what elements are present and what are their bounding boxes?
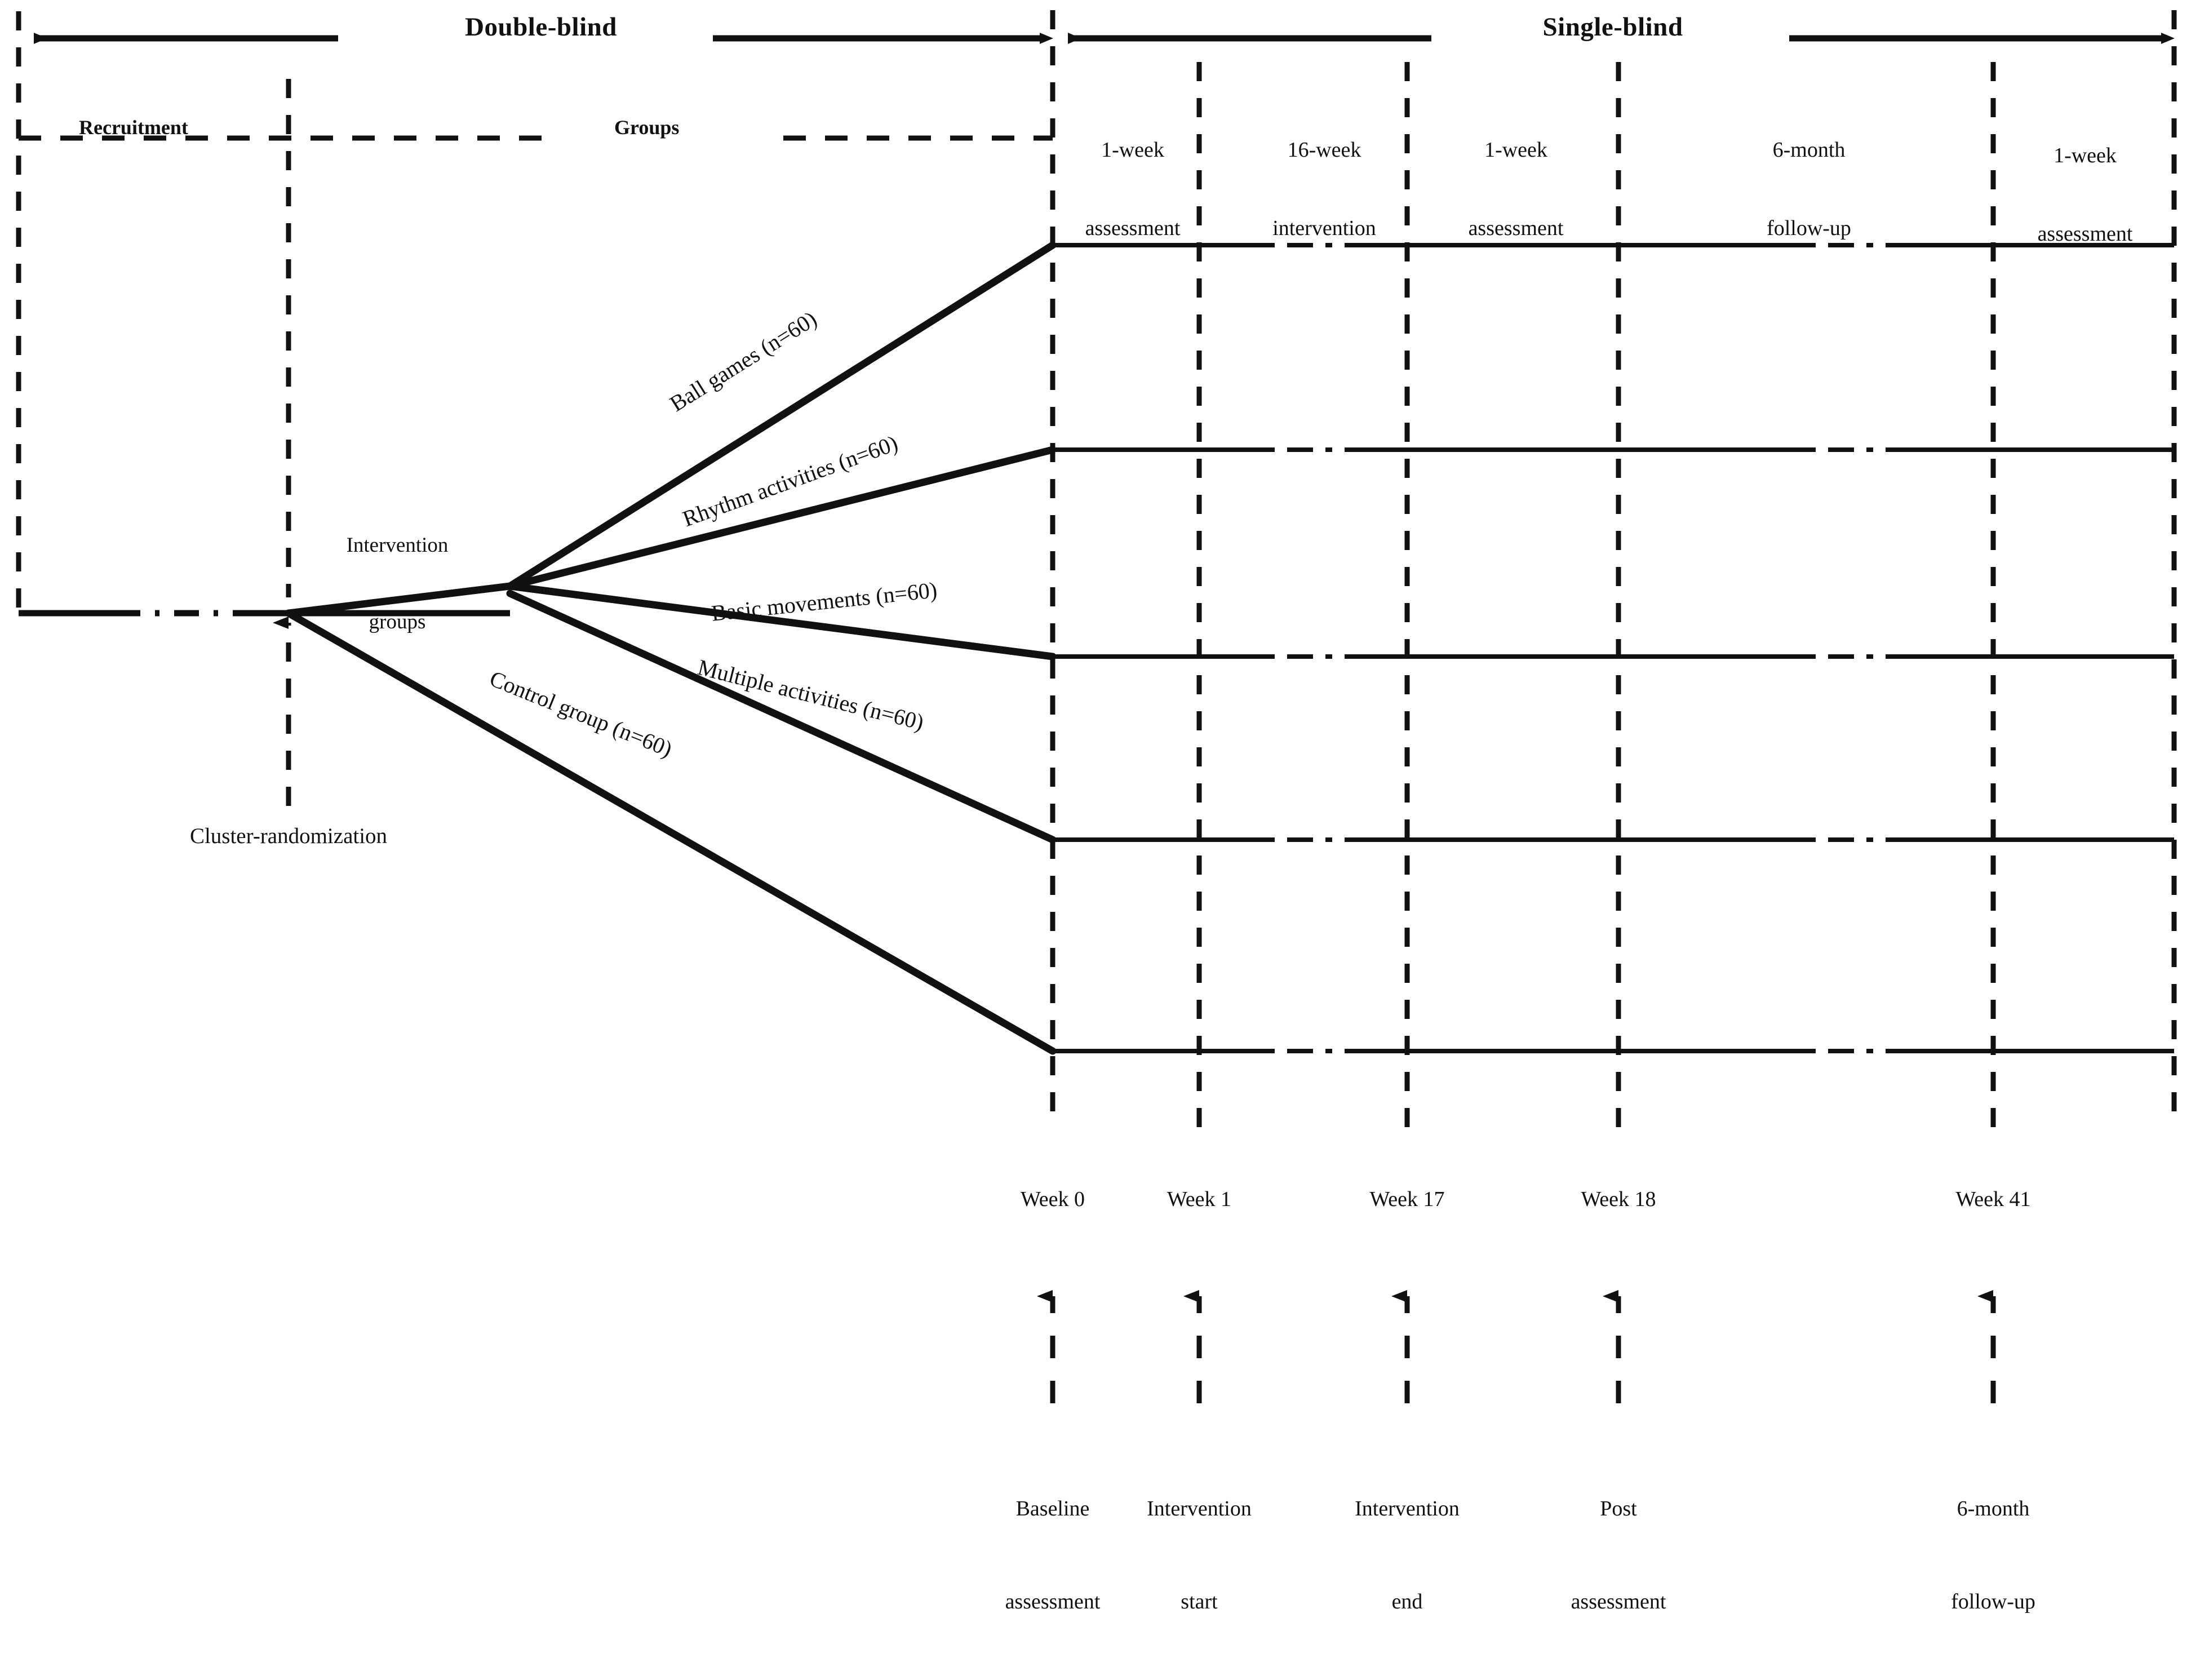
timeline-event-intervention-start-line1: Intervention bbox=[1147, 1497, 1252, 1521]
timeline-event-intervention-start: Intervention start bbox=[1147, 1431, 1252, 1680]
stage-header-assessment-3-line2: assessment bbox=[2037, 221, 2133, 246]
timeline-week-label-41: Week 41 bbox=[1955, 1187, 2031, 1211]
diagram-lines-layer bbox=[16, 10, 2177, 1403]
timeline-event-six-month-followup: 6-month follow-up bbox=[1951, 1431, 2035, 1680]
node-intervention-groups: Intervention groups bbox=[347, 482, 449, 685]
timeline-week-label-18: Week 18 bbox=[1581, 1187, 1656, 1211]
timeline-event-baseline-assessment-line2: assessment bbox=[1005, 1590, 1101, 1614]
stage-header-intervention-16w-line1: 16-week bbox=[1287, 138, 1361, 162]
stage-header-followup-6m-line1: 6-month bbox=[1772, 138, 1846, 162]
phase-title-double-blind: Double-blind bbox=[465, 12, 617, 42]
stage-header-recruitment: Recruitment bbox=[79, 116, 188, 139]
stage-header-assessment-1-line2: assessment bbox=[1085, 216, 1181, 240]
timeline-week-label-17: Week 17 bbox=[1369, 1187, 1445, 1211]
node-intervention-groups-line2: groups bbox=[369, 610, 426, 633]
node-intervention-groups-line1: Intervention bbox=[346, 534, 449, 557]
timeline-event-post-assessment-line1: Post bbox=[1600, 1497, 1637, 1521]
timeline-event-six-month-followup-line2: follow-up bbox=[1951, 1590, 2035, 1614]
stage-header-assessment-1-line1: 1-week bbox=[1101, 138, 1164, 162]
node-cluster-randomization: Cluster-randomization bbox=[189, 824, 388, 848]
timeline-week-label-1: Week 1 bbox=[1167, 1187, 1232, 1211]
stage-header-assessment-2-line2: assessment bbox=[1468, 216, 1564, 240]
stage-header-assessment-3-line1: 1-week bbox=[2053, 143, 2117, 167]
stage-header-assessment-2-line1: 1-week bbox=[1484, 138, 1547, 162]
timeline-event-post-assessment-line2: assessment bbox=[1571, 1590, 1666, 1614]
timeline-event-baseline-assessment-line1: Baseline bbox=[1015, 1497, 1090, 1521]
stage-header-followup-6m-line2: follow-up bbox=[1767, 216, 1851, 240]
timeline-event-intervention-end-line2: end bbox=[1391, 1590, 1423, 1614]
timeline-week-label-0: Week 0 bbox=[1020, 1187, 1085, 1211]
stage-header-groups: Groups bbox=[614, 116, 680, 139]
group-timeline-rows bbox=[1053, 243, 2174, 1053]
timeline-event-intervention-start-line2: start bbox=[1181, 1590, 1218, 1614]
timepoint-arrows bbox=[1037, 1290, 1996, 1403]
column-separators bbox=[16, 10, 2177, 1127]
stage-header-assessment-3: 1-week assessment bbox=[2038, 90, 2133, 299]
allocation-branches bbox=[285, 241, 1057, 1055]
stage-header-assessment-1: 1-week assessment bbox=[1085, 85, 1181, 294]
stage-header-assessment-2: 1-week assessment bbox=[1469, 85, 1564, 294]
timeline-event-six-month-followup-line1: 6-month bbox=[1957, 1497, 2030, 1521]
timeline-event-intervention-end: Intervention end bbox=[1355, 1431, 1460, 1680]
study-flow-diagram: Double-blind Single-blind Recruitment Gr… bbox=[16, 10, 2177, 1613]
phase-title-single-blind: Single-blind bbox=[1542, 12, 1683, 42]
timeline-event-baseline-assessment: Baseline assessment bbox=[1005, 1431, 1101, 1680]
timeline-event-post-assessment: Post assessment bbox=[1571, 1431, 1666, 1680]
timeline-event-intervention-end-line1: Intervention bbox=[1355, 1497, 1460, 1521]
stage-header-intervention-16w-line2: intervention bbox=[1272, 216, 1376, 240]
stage-header-intervention-16w: 16-week intervention bbox=[1272, 85, 1376, 294]
stage-header-followup-6m: 6-month follow-up bbox=[1767, 85, 1851, 294]
